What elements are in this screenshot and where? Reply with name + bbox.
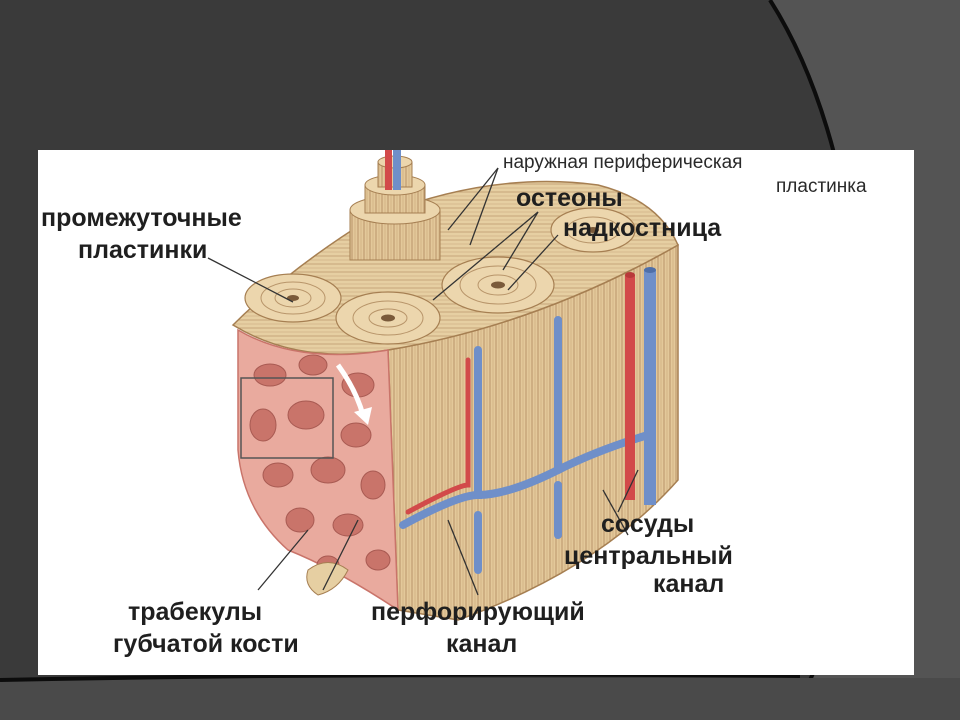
main-vessels — [625, 267, 656, 505]
label-vessels: сосуды — [601, 510, 695, 538]
bone-structure-figure: наружная периферическая пластинка остеон… — [38, 150, 914, 675]
label-interstitial-line2: пластинки — [78, 236, 208, 264]
osteon-2 — [335, 291, 441, 345]
osteon-1 — [244, 273, 342, 323]
bone-illustration — [207, 150, 679, 621]
osteon-4 — [550, 207, 636, 253]
label-periosteum: надкостница — [563, 214, 722, 242]
perforating-vessels — [399, 316, 652, 574]
label-interstitial-line1: промежуточные — [41, 204, 242, 232]
label-trabeculae-line1: трабекулы — [128, 598, 263, 626]
label-perforating-line2: канал — [446, 630, 518, 658]
magnified-region-box — [240, 377, 334, 459]
label-central-canal-line1: центральный — [564, 542, 733, 570]
label-perforating-line1: перфорирующий — [371, 598, 585, 626]
leader-lines — [207, 167, 639, 596]
label-osteons: остеоны — [516, 184, 623, 212]
trabecula-fragment — [306, 562, 349, 596]
label-outer-lamellae-line2: пластинка — [776, 176, 867, 197]
label-central-canal-line2: канал — [653, 570, 725, 598]
osteon-telescope — [349, 150, 441, 261]
osteon-3 — [441, 256, 555, 314]
label-outer-lamellae-line1: наружная периферическая — [503, 152, 743, 173]
label-trabeculae-line2: губчатой кости — [113, 630, 299, 658]
